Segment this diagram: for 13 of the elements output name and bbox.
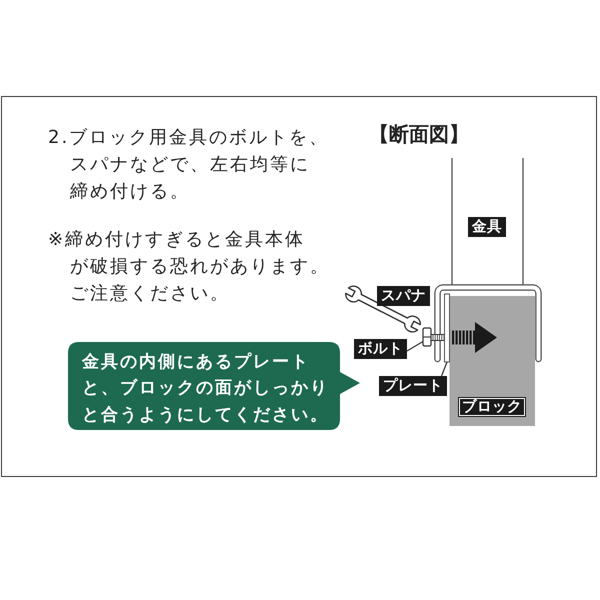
part-label: ボルト [354, 339, 407, 359]
leader-line [406, 340, 424, 352]
speech-bubble [68, 342, 360, 430]
part-label: ブロック [458, 397, 526, 417]
callout-text: 金具の内側にあるプレートと、ブロックの面がしっかりと合うようにしてください。 [82, 350, 329, 426]
instruction-text: 2.ブロック用金具のボルトを、スパナなどで、左右均等に締め付ける。 [48, 126, 330, 204]
leader-line [441, 362, 448, 376]
part-label: 金具 [468, 217, 506, 237]
plate [444, 294, 450, 362]
part-label: プレート [379, 376, 447, 396]
heading: 【断面図】 [369, 121, 469, 148]
part-label: スパナ [377, 286, 430, 306]
note-text: ※締め付けすぎると金具本体が破損する恐れがあります。ご注意ください。 [48, 228, 330, 306]
